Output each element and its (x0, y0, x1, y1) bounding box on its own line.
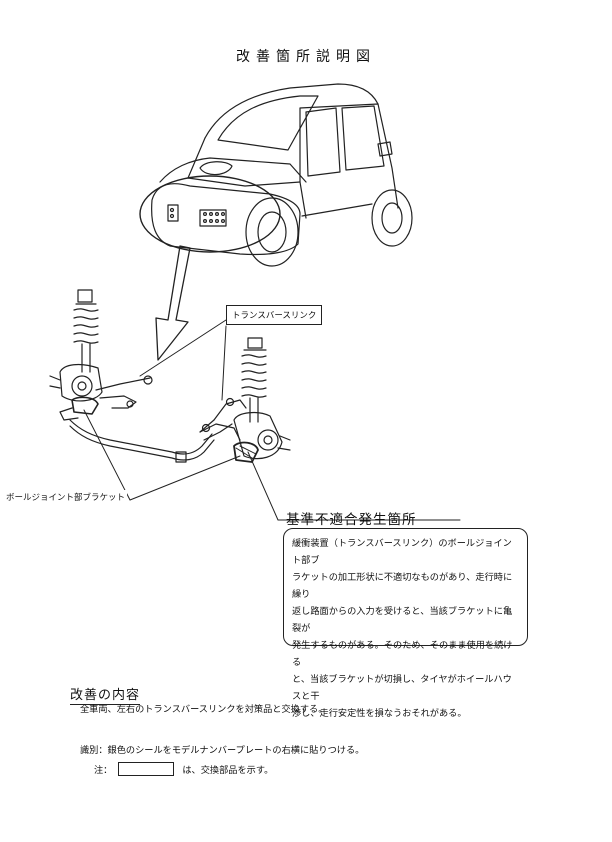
leader-lines (83, 319, 461, 521)
note-suffix: は、交換部品を示す。 (182, 765, 274, 776)
identification-text: 識別：銀色のシールをモデルナンバープレートの右横に貼りつける。 (80, 745, 365, 756)
ball-joint-bracket-callout: ボールジョイント部ブラケット (4, 490, 128, 504)
replacement-part-legend-box (118, 762, 175, 776)
transverse-link-callout: トランスバースリンク (226, 305, 323, 325)
page-title: 改善箇所説明図 (236, 49, 376, 65)
description-line: ラケットの加工形状に不適切なものがあり、走行時に繰り (292, 572, 513, 600)
description-line: 返し路面からの入力を受けると、当該ブラケットに亀裂が (292, 606, 513, 634)
improvement-heading: 改善の内容 (70, 684, 141, 705)
note-prefix: 注： (94, 765, 113, 776)
zoom-arrow (155, 245, 191, 361)
description-line: 発生するものがある。そのため、そのまま使用を続ける (292, 640, 513, 668)
improvement-body: 全車両、左右のトランスバースリンクを対策品と交換する。 (80, 704, 328, 715)
left-strut-assembly (49, 289, 153, 421)
stabilizer-bar (69, 419, 233, 463)
nonconformity-description: 緩衝装置（トランスバースリンク）のボールジョイント部ブ ラケットの加工形状に不適… (283, 528, 528, 719)
description-line: 緩衝装置（トランスバースリンク）のボールジョイント部ブ (292, 538, 512, 566)
car-illustration (139, 83, 413, 267)
nonconformity-heading: 基準不適合発生箇所 (286, 512, 417, 528)
description-line: と、当該ブラケットが切損し、タイヤがホイールハウスと干 (292, 674, 512, 702)
right-strut-assembly (199, 337, 291, 463)
description-line: 渉し、走行安定性を損なうおそれがある。 (292, 708, 467, 719)
suspension-diagram (49, 83, 461, 521)
legend-note: 注： は、交換部品を示す。 (94, 762, 273, 776)
